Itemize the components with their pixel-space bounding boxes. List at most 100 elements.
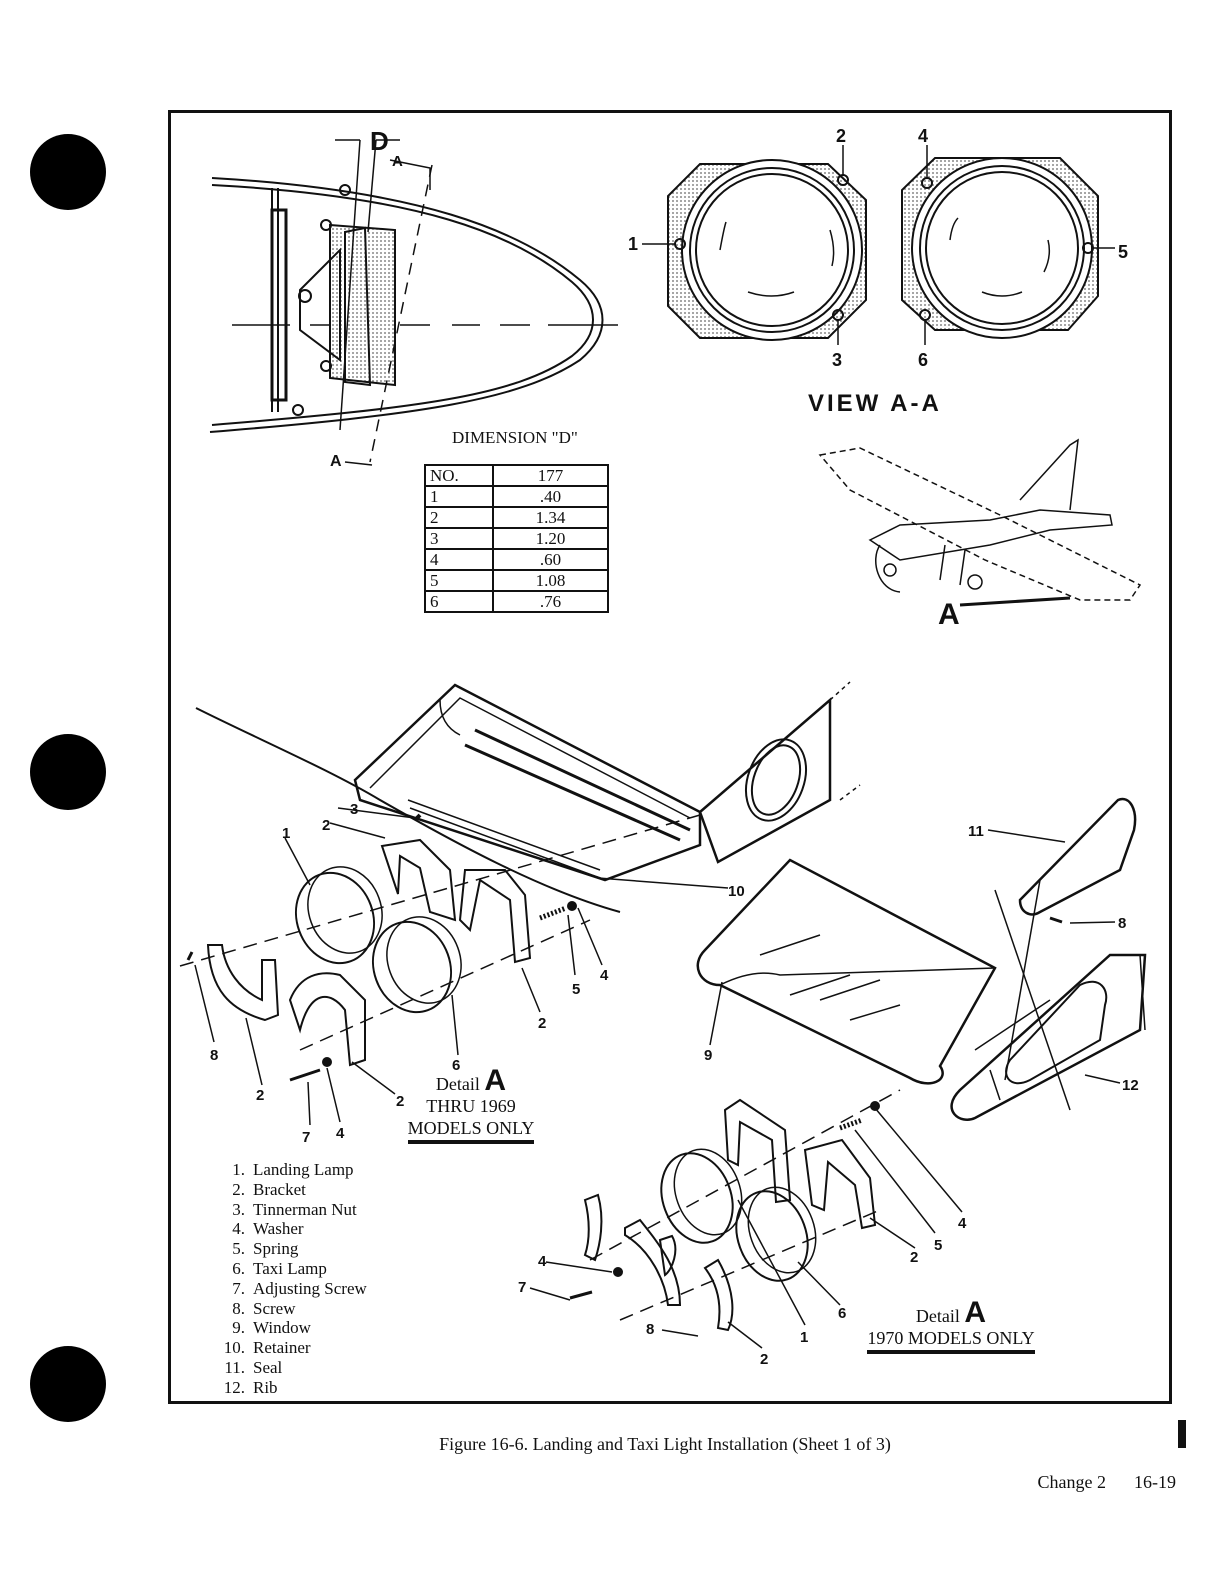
view-a-a-left-plate (667, 159, 867, 341)
label-5-detail: 5 (572, 981, 580, 998)
label-4-detail-bottom: 4 (336, 1125, 345, 1142)
label-4-view: 4 (918, 126, 928, 146)
label-7-1970: 7 (518, 1279, 526, 1296)
legend-number: 11 (205, 1358, 253, 1378)
detail-letter: A (484, 1064, 507, 1097)
legend-text: Spring (253, 1239, 299, 1259)
dimension-table-title: DIMENSION "D" (452, 428, 578, 447)
list-item: 7Adjusting Screw (205, 1279, 367, 1299)
list-item: 1Landing Lamp (205, 1160, 367, 1180)
legend-text: Seal (253, 1357, 283, 1377)
label-2-detail-left: 2 (256, 1087, 264, 1104)
label-2-detail-bottom: 2 (396, 1093, 404, 1110)
legend-text: Adjusting Screw (253, 1278, 367, 1298)
binder-hole-middle (30, 734, 106, 810)
label-a-bottom: A (330, 453, 342, 470)
table-cell-value: .60 (492, 548, 609, 571)
wing-section-drawing (209, 139, 618, 466)
wing-underside-drawing (195, 681, 861, 913)
legend-number: 4 (205, 1219, 253, 1239)
detail-line-1: THRU 1969 (426, 1096, 516, 1116)
table-cell-no: 4 (424, 548, 494, 571)
legend-number: 8 (205, 1299, 253, 1319)
list-item: 2Bracket (205, 1180, 367, 1200)
detail-line-2: MODELS ONLY (407, 1117, 535, 1144)
parts-legend: 1Landing Lamp 2Bracket 3Tinnerman Nut 4W… (205, 1160, 367, 1398)
label-1-1970: 1 (800, 1329, 808, 1346)
detail-word: Detail (915, 1306, 960, 1326)
label-3-view: 3 (832, 350, 842, 370)
binder-hole-bottom (30, 1346, 106, 1422)
legend-text: Tinnerman Nut (253, 1199, 357, 1219)
table-cell-value: 1.08 (492, 569, 609, 592)
detail-line-1: 1970 MODELS ONLY (867, 1327, 1035, 1354)
label-2-1970-right: 2 (910, 1249, 918, 1266)
label-2-detail-top: 2 (322, 817, 330, 834)
detail-a-1969-title: Detail A THRU 1969 MODELS ONLY (400, 1066, 542, 1144)
legend-text: Screw (253, 1298, 296, 1318)
table-header-row: NO. 177 (424, 464, 609, 487)
label-6-detail: 6 (452, 1057, 460, 1074)
legend-number: 5 (205, 1239, 253, 1259)
list-item: 5Spring (205, 1239, 367, 1259)
figure-frame (168, 110, 1172, 1404)
label-7-detail: 7 (302, 1129, 310, 1146)
detail-a-1969-parts (179, 807, 729, 1126)
page-number: 16-19 (1134, 1472, 1176, 1492)
table-header-model: 177 (492, 464, 609, 487)
detail-word: Detail (435, 1074, 480, 1094)
label-2-detail-right: 2 (538, 1015, 546, 1032)
legend-number: 6 (205, 1259, 253, 1279)
label-a-aircraft: A (938, 598, 960, 631)
label-8-seal: 8 (1118, 915, 1126, 932)
table-cell-no: 1 (424, 485, 494, 508)
detail-letter: A (964, 1296, 987, 1329)
label-4-1970-right: 4 (958, 1215, 967, 1232)
label-4-1970: 4 (538, 1253, 547, 1270)
label-8-1970: 8 (646, 1321, 654, 1338)
legend-number: 12 (205, 1378, 253, 1398)
list-item: 4Washer (205, 1219, 367, 1239)
detail-a-1970-title: Detail A 1970 MODELS ONLY (856, 1298, 1046, 1354)
label-d: D (370, 126, 389, 156)
table-row: 4.60 (424, 548, 609, 571)
label-a-top: A (392, 153, 403, 170)
legend-text: Bracket (253, 1179, 306, 1199)
table-cell-no: 5 (424, 569, 494, 592)
legend-text: Window (253, 1318, 311, 1338)
detail-a-1970-parts (529, 1089, 963, 1349)
legend-text: Retainer (253, 1338, 311, 1358)
label-11: 11 (968, 823, 984, 840)
legend-text: Washer (253, 1219, 304, 1239)
list-item: 10Retainer (205, 1338, 367, 1358)
label-6-view: 6 (918, 350, 928, 370)
binder-hole-top (30, 134, 106, 210)
table-cell-value: .40 (492, 485, 609, 508)
list-item: 12Rib (205, 1378, 367, 1398)
table-cell-no: 6 (424, 590, 494, 613)
label-5-1970: 5 (934, 1237, 942, 1254)
legend-text: Rib (253, 1377, 278, 1397)
figure-caption: Figure 16-6. Landing and Taxi Light Inst… (439, 1434, 891, 1454)
revision-bar (1178, 1420, 1186, 1448)
list-item: 3Tinnerman Nut (205, 1200, 367, 1220)
legend-number: 2 (205, 1180, 253, 1200)
table-header-no: NO. (424, 464, 494, 487)
legend-text: Taxi Lamp (253, 1258, 327, 1278)
legend-number: 9 (205, 1318, 253, 1338)
table-cell-value: 1.20 (492, 527, 609, 550)
list-item: 6Taxi Lamp (205, 1259, 367, 1279)
change-label: Change 2 (1037, 1472, 1106, 1492)
table-row: 1.40 (424, 485, 609, 508)
label-1-view: 1 (628, 234, 638, 254)
window-seal-rib (696, 797, 1147, 1121)
label-5-view: 5 (1118, 242, 1128, 262)
list-item: 9Window (205, 1318, 367, 1338)
legend-number: 7 (205, 1279, 253, 1299)
legend-number: 3 (205, 1200, 253, 1220)
